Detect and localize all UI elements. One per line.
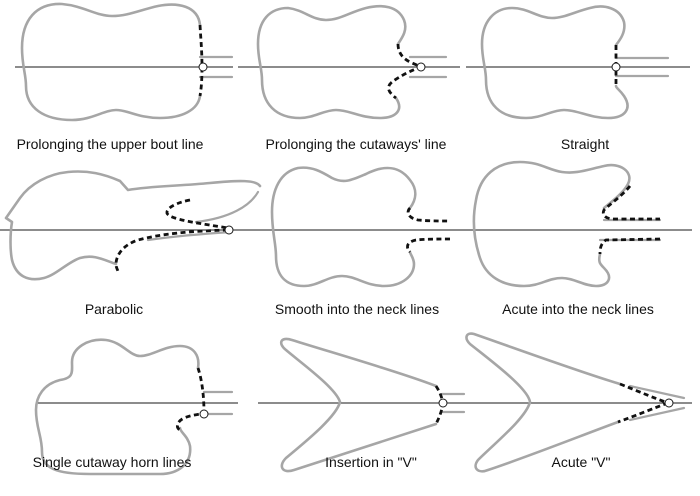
guitar-body-outline xyxy=(279,337,438,473)
caption-smooth-neck: Smooth into the neck lines xyxy=(274,301,440,317)
caption-upper-bout: Prolonging the upper bout line xyxy=(16,136,204,152)
pivot-marker xyxy=(416,62,426,72)
caption-insertion-v: Insertion in "V" xyxy=(325,454,417,470)
caption-acute-v: Acute "V" xyxy=(551,454,611,470)
panel-cutaways-line xyxy=(238,4,460,120)
pivot-marker xyxy=(224,225,234,235)
guitar-body-outline xyxy=(465,332,622,473)
dashed-transition-line-upper xyxy=(406,207,451,223)
guitar-body-outline xyxy=(20,2,202,122)
guitar-body-outline xyxy=(256,4,407,120)
panel-smooth-neck xyxy=(262,166,462,288)
guitar-body-outline xyxy=(480,5,629,120)
guitar-body-outline xyxy=(34,338,200,476)
caption-straight: Straight xyxy=(560,136,610,152)
dashed-transition-line-upper xyxy=(165,198,229,230)
dashed-transition-line-lower xyxy=(406,237,451,253)
pivot-marker xyxy=(199,409,209,419)
panel-straight xyxy=(466,5,690,120)
caption-cutaways-line: Prolonging the cutaways' line xyxy=(265,136,447,152)
pivot-marker xyxy=(438,398,448,408)
neck-line-lower xyxy=(146,230,234,242)
dashed-transition-line-lower xyxy=(598,237,661,255)
dashed-transition-line-upper xyxy=(619,382,669,405)
dashed-transition-line xyxy=(387,43,424,100)
panel-parabolic xyxy=(0,170,262,281)
dashed-transition-line-lower xyxy=(617,401,669,424)
pivot-marker xyxy=(198,62,208,72)
panel-acute-neck xyxy=(462,160,692,288)
panel-acute-v xyxy=(465,332,692,473)
dashed-transition-line-upper xyxy=(601,185,660,221)
neck-line-upper xyxy=(628,384,686,400)
caption-single-cutaway: Single cutaway horn lines xyxy=(32,454,192,470)
panel-insertion-v xyxy=(258,337,468,473)
neck-line-upper xyxy=(194,190,260,224)
panel-upper-bout xyxy=(15,2,234,122)
panel-single-cutaway xyxy=(34,338,238,476)
pivot-marker xyxy=(664,398,674,408)
pivot-marker xyxy=(611,62,621,72)
dashed-transition-line xyxy=(176,367,206,432)
caption-acute-neck: Acute into the neck lines xyxy=(502,301,654,317)
guitar-body-outline xyxy=(472,160,631,288)
guitar-body-outline xyxy=(4,170,262,281)
guitar-body-outline xyxy=(270,166,417,288)
dashed-transition-line-lower xyxy=(114,228,229,273)
caption-parabolic: Parabolic xyxy=(84,301,144,317)
neck-line-lower xyxy=(628,406,686,422)
dashed-transition-line xyxy=(198,24,204,97)
